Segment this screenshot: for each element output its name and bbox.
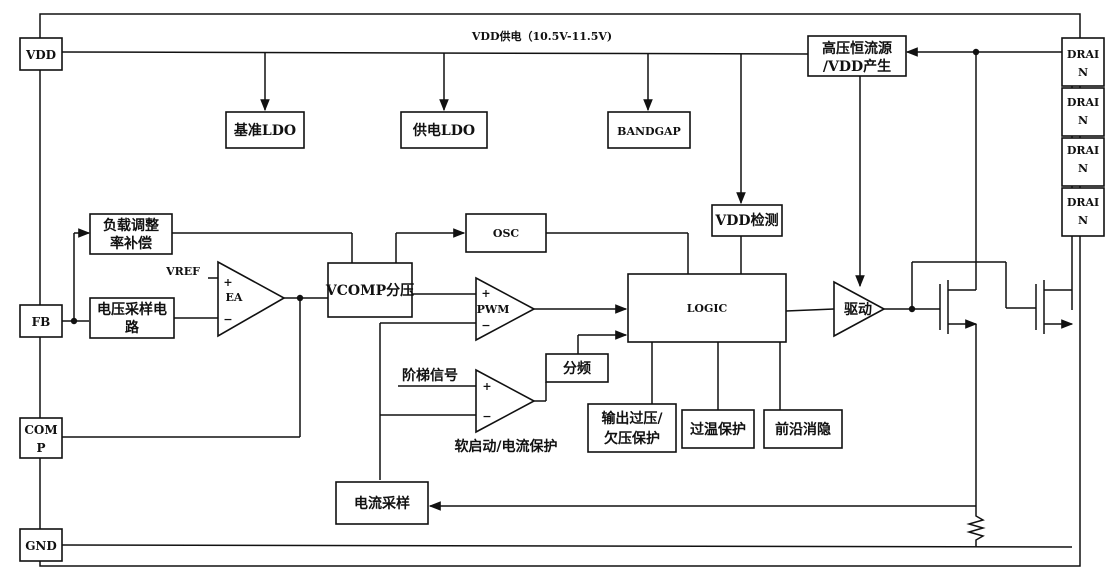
block-hv-source-label-1: 高压恒流源	[822, 40, 892, 57]
ea-plus: +	[223, 276, 232, 289]
block-ovp-label-2: 欠压保护	[604, 430, 660, 447]
pin-drain-4-line-2: N	[1078, 214, 1088, 227]
block-ref-ldo: 基准LDO	[225, 111, 305, 149]
block-osc-label: OSC	[493, 227, 520, 240]
block-hv-source: 高压恒流源 /VDD产生	[807, 35, 907, 77]
pwm-label: PWM	[477, 303, 510, 316]
pin-drain-1-line-2: N	[1078, 66, 1088, 79]
pin-drain-1-line-1: DRAI	[1067, 48, 1099, 61]
pin-comp-label-2: P	[36, 441, 45, 455]
block-vdd-detect-label: VDD检测	[714, 212, 778, 229]
softstart-label: 软启动/电流保护	[454, 438, 557, 455]
pin-drain-2: DRAI N	[1061, 87, 1105, 137]
block-isample-label: 电流采样	[354, 495, 410, 512]
block-leb: 前沿消隐	[763, 409, 843, 449]
block-ovp: 输出过压/ 欠压保护	[587, 403, 677, 453]
pwm-comparator: + − PWM	[475, 276, 536, 342]
ss-plus: +	[482, 380, 491, 393]
block-logic-label: LOGIC	[687, 302, 728, 315]
block-load-comp-label-1: 负载调整	[103, 217, 160, 234]
block-load-comp: 负载调整 率补偿	[89, 213, 173, 255]
block-otp: 过温保护	[681, 409, 755, 449]
pwm-minus: −	[481, 319, 490, 332]
block-supply-ldo-label: 供电LDO	[412, 122, 475, 139]
pin-gnd: GND	[19, 528, 63, 562]
pin-drain-2-line-2: N	[1078, 114, 1088, 127]
block-ref-ldo-label: 基准LDO	[234, 122, 296, 139]
pin-drain-3-line-1: DRAI	[1067, 144, 1099, 157]
softstart-comparator: + −	[475, 368, 536, 434]
block-leb-label: 前沿消隐	[775, 421, 831, 438]
block-hv-source-label-2: /VDD产生	[823, 58, 891, 75]
pin-drain-3: DRAI N	[1061, 137, 1105, 187]
pin-fb-label: FB	[32, 315, 51, 329]
block-supply-ldo: 供电LDO	[400, 111, 488, 149]
pin-fb: FB	[19, 304, 63, 338]
vref-label: VREF	[165, 265, 200, 278]
supply-label: VDD供电（10.5V-11.5V)	[471, 29, 612, 43]
block-bandgap: BANDGAP	[607, 111, 691, 149]
pin-comp-label-1: COM	[24, 423, 57, 437]
pin-drain-3-line-2: N	[1078, 162, 1088, 175]
block-logic: LOGIC	[627, 273, 787, 343]
block-divider-label: 分频	[563, 360, 591, 377]
block-divider: 分频	[545, 353, 609, 383]
block-otp-label: 过温保护	[690, 421, 746, 438]
block-vcomp-div-label: VCOMP分压	[325, 283, 414, 299]
chip-outline	[39, 13, 1081, 567]
pin-vdd: VDD	[19, 37, 63, 71]
block-vdd-detect: VDD检测	[711, 204, 783, 237]
junction-dots	[70, 48, 980, 325]
block-isample: 电流采样	[335, 481, 429, 525]
block-osc: OSC	[465, 213, 547, 253]
pwm-plus: +	[481, 287, 490, 300]
pin-drain-4: DRAI N	[1061, 187, 1105, 237]
block-ovp-label-1: 输出过压/	[601, 410, 663, 427]
block-vsample-label-2: 路	[125, 319, 140, 336]
pin-comp: COM P	[19, 417, 63, 459]
ladder-signal-label: 阶梯信号	[402, 367, 458, 384]
ea-amplifier: + − EA	[217, 260, 286, 338]
pin-drain-1: DRAI N	[1061, 37, 1105, 87]
gate-driver: 驱动	[833, 280, 886, 338]
ss-minus: −	[482, 410, 491, 423]
pin-drain-2-line-1: DRAI	[1067, 96, 1099, 109]
ea-minus: −	[223, 313, 232, 326]
block-load-comp-label-2: 率补偿	[110, 235, 152, 252]
block-vcomp-div: VCOMP分压	[325, 262, 414, 318]
pin-vdd-label: VDD	[25, 48, 56, 62]
ea-label: EA	[226, 291, 243, 304]
block-vsample: 电压采样电 路	[89, 297, 175, 339]
wires	[61, 38, 1074, 548]
block-bandgap-label: BANDGAP	[617, 125, 681, 138]
pin-gnd-label: GND	[25, 539, 57, 553]
driver-label: 驱动	[844, 301, 872, 318]
pin-drain-4-line-1: DRAI	[1067, 196, 1099, 209]
block-vsample-label-1: 电压采样电	[97, 301, 167, 318]
